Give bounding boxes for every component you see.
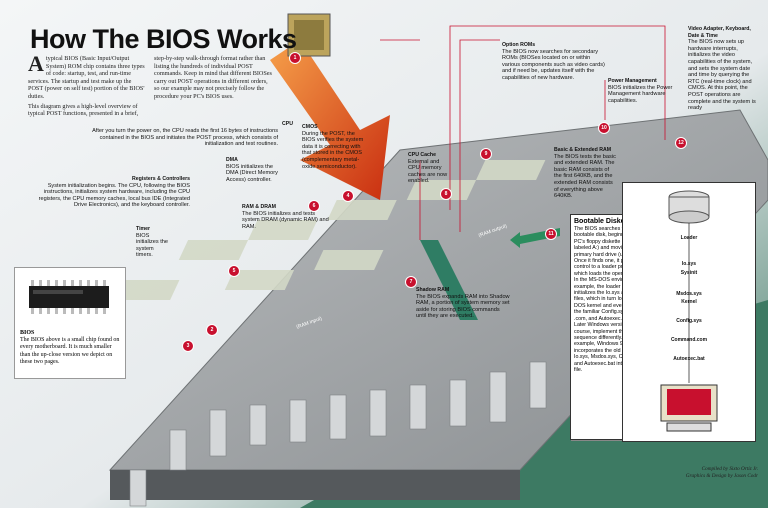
credits-line-1: Compiled by Sixto Ortiz Jr.	[701, 466, 758, 472]
step-10-text: BIOS initializes the Power Management ha…	[608, 84, 673, 104]
step-4-badge: 4	[342, 190, 354, 202]
flow-config-sys: Config.sys	[676, 318, 702, 324]
step-11-badge: 11	[545, 228, 557, 240]
step-6-text: The BIOS initializes and tests system DR…	[242, 210, 329, 230]
step-3-badge: 3	[182, 340, 194, 352]
step-8-text: External and CPU memory caches are now e…	[408, 158, 448, 185]
step-8-label: CPU Cache External and CPU memory caches…	[408, 152, 448, 185]
step-3-label: Timer BIOS initializes the system timers…	[136, 226, 170, 259]
step-7-text: The BIOS expands RAM into Shadow RAM, a …	[416, 293, 510, 320]
step-8-badge: 8	[440, 188, 452, 200]
step-8-head: CPU Cache	[408, 152, 436, 158]
step-2-label: Registers & Controllers System initializ…	[30, 176, 190, 209]
step-11-text: The BIOS tests the basic and extended RA…	[554, 153, 616, 200]
boot-flow-graphic	[660, 190, 718, 432]
intro-para-3: step-by-step walk-through format rather …	[154, 55, 272, 100]
step-4-label: CMOS During the POST, the BIOS verifies …	[302, 124, 364, 170]
step-11-label: Basic & Extended RAM The BIOS tests the …	[554, 147, 618, 200]
step-12-head: Video Adapter, Keyboard, Date & Time	[688, 26, 751, 39]
step-2-head: Registers & Controllers	[132, 176, 190, 182]
step-7-badge: 7	[405, 276, 417, 288]
step-9-badge: 9	[480, 148, 492, 160]
boot-text: The BIOS searches for a bootable disk, b…	[574, 226, 654, 373]
step-9-text: The BIOS now searches for secondary ROMs…	[502, 48, 605, 81]
step-10-head: Power Management	[608, 78, 657, 84]
bios-box-caption: BIOS The BIOS above is a small chip foun…	[20, 330, 120, 366]
intro-column-left: A typical BIOS (Basic Input/Output Syste…	[28, 51, 146, 118]
bios-box-text: The BIOS above is a small chip found on …	[20, 337, 120, 365]
flow-sysinit: Sysinit	[680, 270, 698, 276]
bios-box-head: BIOS	[20, 330, 35, 336]
step-12-badge: 12	[675, 137, 687, 149]
bios-small-chip-box: BIOS The BIOS above is a small chip foun…	[14, 267, 126, 379]
step-6-head: RAM & DRAM	[242, 204, 277, 210]
step-2-text: System initialization begins. The CPU, f…	[38, 182, 190, 209]
page-title: How The BIOS Works	[30, 24, 297, 54]
after-power-text: After you turn the power on, the CPU rea…	[92, 128, 278, 148]
step-1-badge: 1	[289, 52, 301, 64]
step-5-badge: 5	[228, 265, 240, 277]
step-5-label: DMA BIOS initializes the DMA (Direct Mem…	[226, 157, 282, 183]
flow-kernel: Kernel	[681, 299, 697, 305]
step-2-badge: 2	[206, 324, 218, 336]
step-9-label: Option ROMs The BIOS now searches for se…	[502, 42, 606, 82]
flow-io-sys: Io.sys	[681, 261, 697, 267]
step-7-label: Shadow RAM The BIOS expands RAM into Sha…	[416, 287, 510, 320]
flow-loader: Loader	[680, 235, 698, 241]
flow-command-com: Command.com	[670, 337, 708, 343]
intro-para-2: This diagram gives a high-level overview…	[28, 102, 139, 118]
step-3-head: Timer	[136, 226, 151, 232]
boot-flow-box: Loader Io.sys Sysinit Msdos.sys Kernel C…	[622, 182, 756, 442]
boot-head: Bootable Diskette	[574, 218, 634, 225]
step-7-head: Shadow RAM	[416, 287, 450, 293]
step-10-label: Power Management BIOS initializes the Po…	[608, 78, 676, 104]
step-10-badge: 10	[598, 122, 610, 134]
step-5-head: DMA	[226, 157, 238, 163]
step-1-head: CPU	[282, 121, 293, 127]
step-12-text: The BIOS now sets up hardware interrupts…	[688, 39, 756, 112]
step-1-label: CPU	[282, 121, 302, 128]
step-3-text: BIOS initializes the system timers.	[136, 232, 169, 259]
step-6-badge: 6	[308, 200, 320, 212]
step-12-label: Video Adapter, Keyboard, Date & Time The…	[688, 26, 760, 112]
credits-line-2: Graphics & Design by Jason Codr	[685, 472, 758, 479]
step-4-head: CMOS	[302, 124, 318, 130]
chip-pins	[129, 361, 547, 507]
chip-side	[110, 470, 520, 500]
intro-para-1: typical BIOS (Basic Input/Output System)…	[28, 55, 145, 100]
step-9-head: Option ROMs	[502, 42, 536, 48]
step-6-label: RAM & DRAM The BIOS initializes and test…	[242, 204, 334, 230]
step-4-text: During the POST, the BIOS verifies the s…	[302, 130, 364, 170]
flow-autoexec-bat: Autoexec.bat	[673, 356, 705, 362]
dropcap: A	[28, 51, 44, 76]
credits: Compiled by Sixto Ortiz Jr. Graphics & D…	[672, 466, 758, 479]
power-arrow	[270, 40, 390, 200]
step-11-head: Basic & Extended RAM	[554, 147, 612, 153]
step-5-text: BIOS initializes the DMA (Direct Memory …	[226, 163, 278, 183]
bios-chip-photo	[29, 280, 109, 314]
flow-msdos-sys: Msdos.sys	[676, 291, 702, 297]
